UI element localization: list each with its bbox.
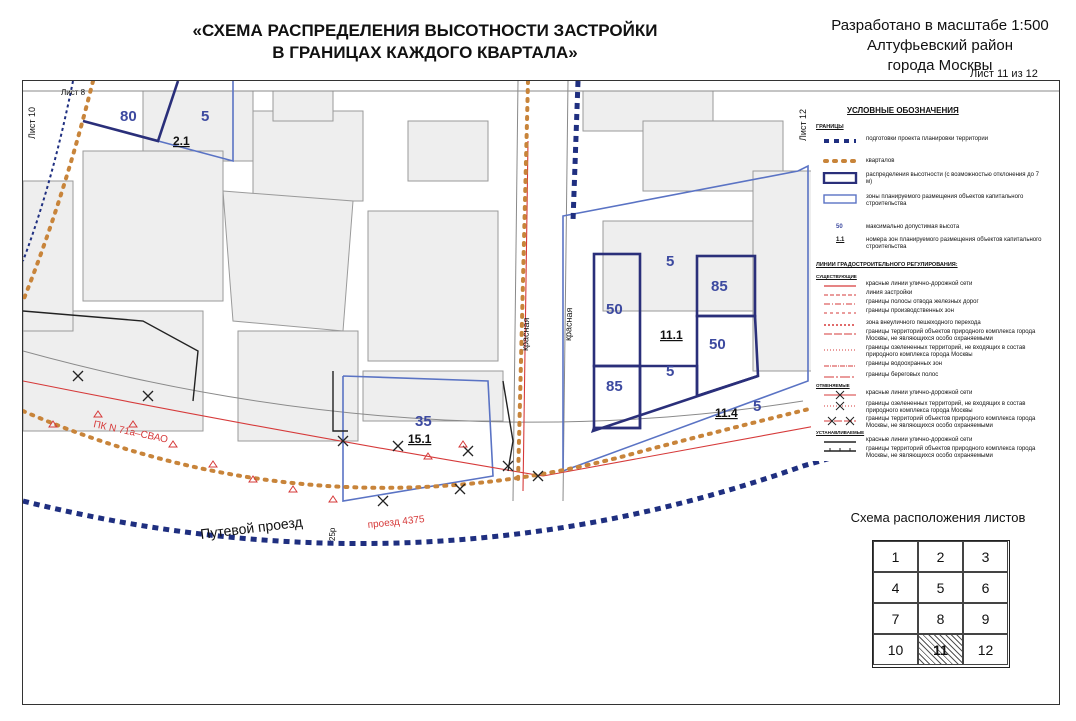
zone-height-label: 80 (120, 108, 137, 125)
sheet-cell-1[interactable]: 1 (873, 541, 918, 572)
established-red-line-icon (824, 441, 856, 443)
quarter-boundary-icon (823, 159, 858, 163)
green-boundary-icon (824, 349, 856, 351)
red-triangle-markers (48, 410, 468, 503)
sheet-cell-3[interactable]: 3 (963, 541, 1008, 572)
title-line-1: «СХЕМА РАСПРЕДЕЛЕНИЯ ВЫСОТНОСТИ ЗАСТРОЙК… (192, 21, 658, 40)
zone-height-label: 50 (709, 336, 726, 353)
zone-height-label: 5 (666, 253, 674, 270)
sheet-cell-12[interactable]: 12 (963, 634, 1008, 665)
legend-background (811, 96, 1059, 461)
zone-height-label: 5 (201, 108, 209, 125)
zone-height-label: 85 (606, 378, 623, 395)
sheet-label-left: Лист 10 (27, 107, 37, 139)
nature-boundary-icon (824, 333, 856, 335)
shore-line-icon (824, 376, 856, 378)
zone-id-label: 11.4 (715, 406, 738, 420)
zone-height-label: 35 (415, 413, 432, 430)
legend-sub-existing: СУЩЕСТВУЮЩИЕ (816, 274, 857, 279)
cancelled-marks (72, 370, 544, 507)
sheet-cell-7[interactable]: 7 (873, 603, 918, 634)
building-blocks (23, 90, 814, 442)
zone-height-label: 5 (753, 398, 761, 415)
street-edges (23, 81, 1059, 502)
sheet-number: Лист 11 из 12 (970, 68, 1038, 80)
sheet-label-top: Лист 8 (61, 88, 86, 97)
minimap-title: Схема расположения листов (850, 510, 1026, 525)
dimension-label: 25р (328, 527, 337, 541)
height-distribution-zones (82, 81, 760, 434)
established-nature-icon (824, 448, 856, 452)
map-canvas[interactable]: 80 5 50 5 85 50 85 5 35 5 2.1 11.1 11.4 … (22, 80, 1060, 705)
street-label-secondary: проезд 4375 (367, 514, 425, 531)
sheet-cell-6[interactable]: 6 (963, 572, 1008, 603)
building-lines (23, 310, 514, 472)
sheet-cell-11-current[interactable]: 11 (918, 634, 963, 665)
zone-height-labels: 80 5 50 5 85 50 85 5 35 5 (120, 108, 761, 430)
red-line-icon (824, 285, 856, 287)
zone-id-label: 11.1 (660, 328, 683, 342)
cancelled-red-line-icon (824, 390, 856, 400)
cancelled-nature-icon (824, 416, 856, 426)
zone-height-label: 50 (606, 301, 623, 318)
building-line-icon (824, 294, 856, 296)
sheet-cell-8[interactable]: 8 (918, 603, 963, 634)
legend-sub-cancelled: ОТМЕНЯЕМЫЕ (816, 383, 850, 388)
sheet-layout-minimap: 1 2 3 4 5 6 7 8 9 10 11 12 (872, 540, 1010, 668)
zone-id-label: 15.1 (408, 432, 432, 446)
planning-boundary-icon (824, 139, 856, 143)
zone-height-label: 85 (711, 278, 728, 295)
zone-height-label: 5 (666, 363, 674, 380)
red-line-label-a: красная (520, 317, 531, 351)
scale-line-3: города Москвы (887, 57, 993, 74)
scale-line-2: Алтуфьевский район (866, 37, 1014, 54)
rail-boundary-icon (824, 303, 856, 305)
legend-title: УСЛОВНЫЕ ОБОЗНАЧЕНИЯ (847, 106, 959, 115)
scale-block: Разработано в масштабе 1:500 Алтуфьевски… (815, 16, 1065, 76)
height-zone-icon (822, 172, 858, 184)
scale-line-1: Разработано в масштабе 1:500 (831, 17, 1049, 34)
red-line-label-b: красная (563, 307, 574, 341)
sheet-cell-2[interactable]: 2 (918, 541, 963, 572)
legend: УСЛОВНЫЕ ОБОЗНАЧЕНИЯ ГРАНИЦЫ подготовки … (816, 106, 1042, 459)
title-line-2: В ГРАНИЦАХ КАЖДОГО КВАРТАЛА» (272, 43, 578, 62)
construction-zone-icon (823, 194, 857, 204)
zone-id-label: 2.1 (173, 134, 190, 148)
sheet-cell-5[interactable]: 5 (918, 572, 963, 603)
pedestrian-zone-icon (824, 324, 856, 326)
zone-id-labels: 2.1 11.1 11.4 15.1 (173, 134, 738, 446)
sheet-label-right: Лист 12 (798, 109, 808, 141)
sheet-cell-4[interactable]: 4 (873, 572, 918, 603)
legend-group-bounds: ГРАНИЦЫ (816, 124, 844, 130)
legend-group-lines: ЛИНИИ ГРАДОСТРОИТЕЛЬНОГО РЕГУЛИРОВАНИЯ: (816, 262, 958, 268)
cancelled-green-icon (824, 401, 856, 411)
sheet-cell-10[interactable]: 10 (873, 634, 918, 665)
water-zone-icon (824, 365, 856, 367)
industrial-boundary-icon (824, 312, 856, 314)
map-title: «СХЕМА РАСПРЕДЕЛЕНИЯ ВЫСОТНОСТИ ЗАСТРОЙК… (170, 20, 680, 64)
sheet-cell-9[interactable]: 9 (963, 603, 1008, 634)
legend-sub-established: УСТАНАВЛИВАЕМЫЕ (816, 430, 865, 435)
